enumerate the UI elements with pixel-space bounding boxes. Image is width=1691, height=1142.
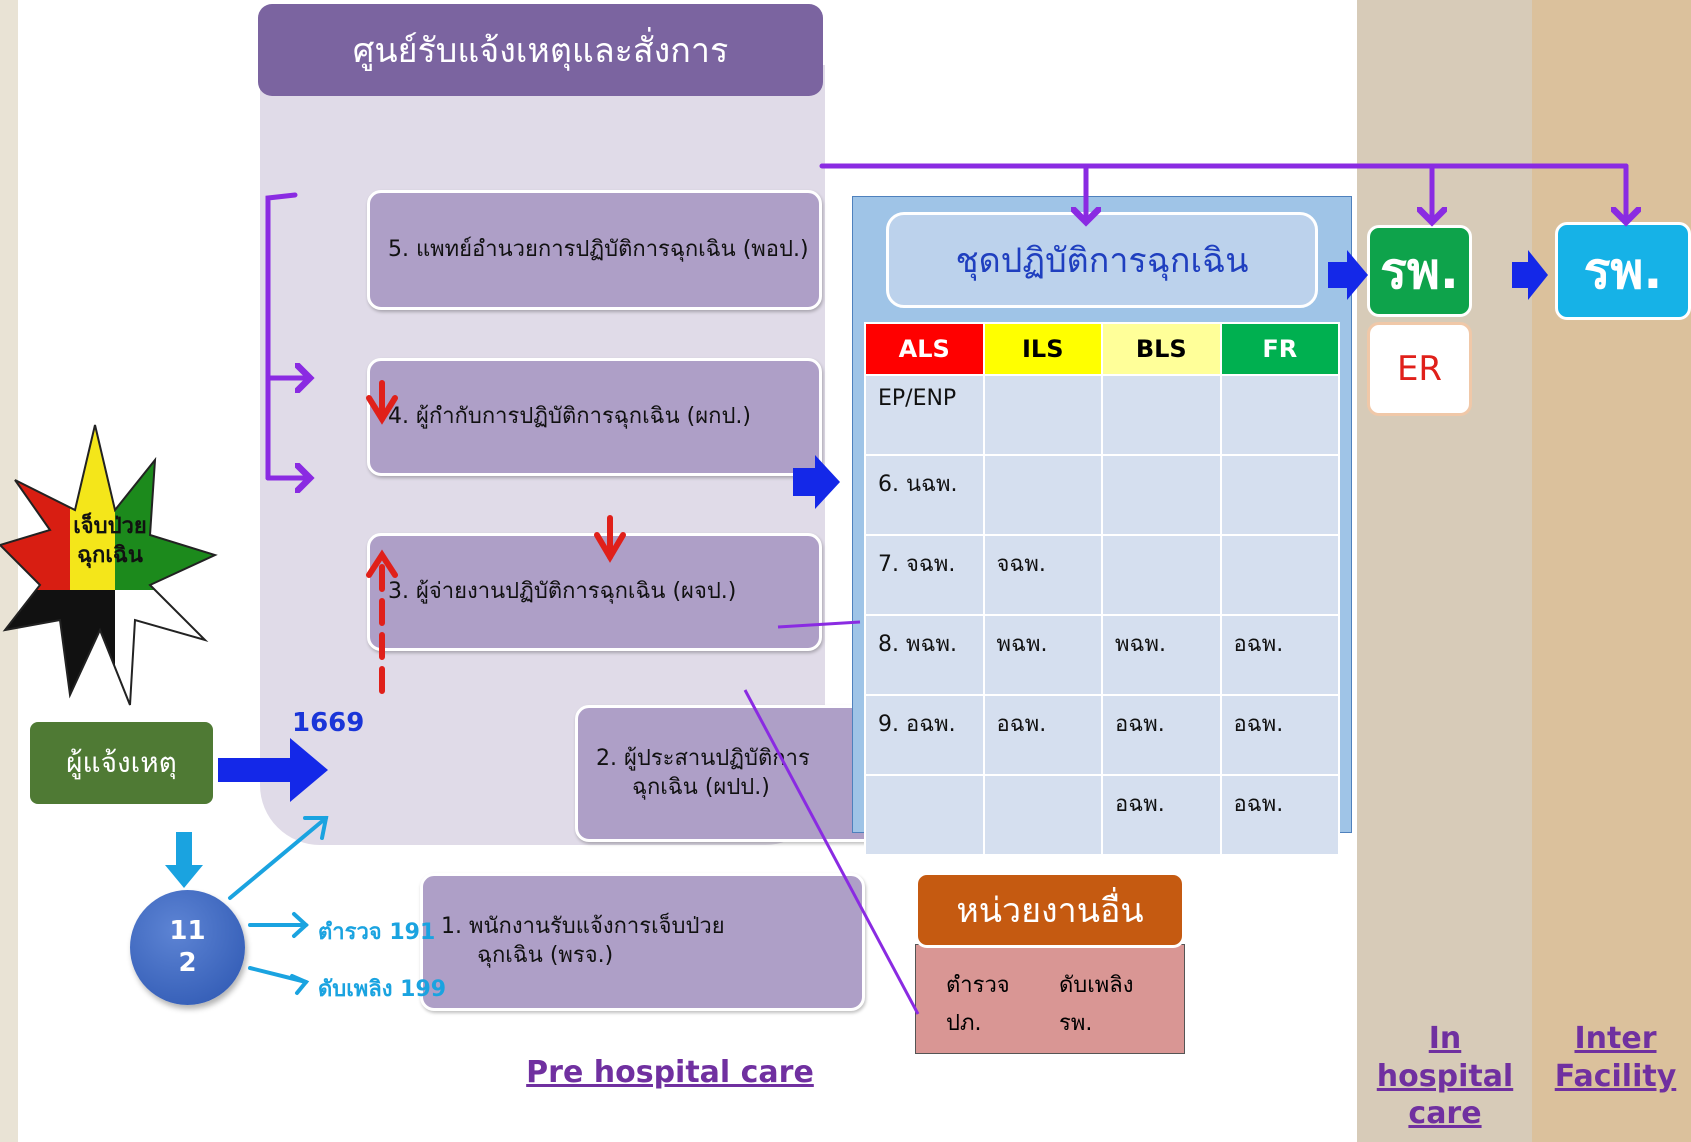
- emergency-team-title: ชุดปฏิบัติการฉุกเฉิน: [886, 212, 1318, 308]
- step-3-box: 3. ผู้จ่ายงานปฏิบัติการฉุกเฉิน (ผจป.): [367, 533, 822, 651]
- circle-line2: 2: [178, 947, 197, 978]
- table-cell: 8. พฉพ.: [864, 614, 985, 696]
- table-cell: [1219, 454, 1340, 536]
- other-item-disaster: ปภ.: [946, 1011, 982, 1036]
- table-cell: EP/ENP: [864, 374, 985, 456]
- level-header-bls: BLS: [1101, 322, 1222, 376]
- hospital-label-2: รพ.: [1583, 241, 1663, 300]
- table-cell: พฉพ.: [1101, 614, 1222, 696]
- step-2-label-line2: ฉุกเฉิน (ผปป.): [632, 774, 770, 800]
- badge-text-line1: เจ็บป่วย: [73, 511, 147, 539]
- reporter-box: ผู้แจ้งเหตุ: [30, 722, 213, 804]
- inter-facility-label: Inter Facility: [1540, 1020, 1691, 1095]
- table-cell: อฉพ.: [1219, 694, 1340, 776]
- table-row: 7. จฉพ.จฉพ.: [864, 534, 1340, 616]
- table-cell: [982, 774, 1103, 856]
- table-cell: [1101, 374, 1222, 456]
- in-hospital-line2: hospital: [1376, 1058, 1514, 1094]
- table-row: EP/ENP: [864, 374, 1340, 456]
- other-item-hospital: รพ.: [1059, 1011, 1093, 1036]
- hospital-box-inter-facility: รพ.: [1555, 222, 1691, 320]
- emergency-team-title-text: ชุดปฏิบัติการฉุกเฉิน: [955, 241, 1249, 281]
- table-row: 9. อฉพ.อฉพ.อฉพ.อฉพ.: [864, 694, 1340, 776]
- circle-line1: 11: [169, 916, 206, 947]
- er-box: ER: [1367, 322, 1472, 416]
- step-5-box: 5. แพทย์อำนวยการปฏิบัติการฉุกเฉิน (พอป.): [367, 190, 822, 310]
- badge-text-line2: ฉุกเฉิน: [77, 543, 143, 569]
- table-cell: [1101, 534, 1222, 616]
- dispatch-center-title: ศูนย์รับแจ้งเหตุและสั่งการ: [258, 4, 823, 96]
- other-item-fire: ดับเพลิง: [1059, 973, 1134, 998]
- other-agencies-title-text: หน่วยงานอื่น: [956, 891, 1144, 931]
- step-4-box: 4. ผู้กำกับการปฏิบัติการฉุกเฉิน (ผกป.): [367, 358, 822, 476]
- step-2-label-line1: 2. ผู้ประสานปฏิบัติการ: [596, 745, 810, 771]
- inter-facility-line2: Facility: [1554, 1058, 1677, 1094]
- table-cell: อฉพ.: [1219, 614, 1340, 696]
- in-hospital-care-label: In hospital care: [1365, 1020, 1525, 1133]
- inter-facility-column: [1532, 0, 1691, 1142]
- level-header-ils: ILS: [982, 322, 1103, 376]
- in-hospital-line1: In: [1428, 1021, 1462, 1056]
- other-agencies-title: หน่วยงานอื่น: [915, 872, 1185, 948]
- team-level-table: ALS ILS BLS FR EP/ENP 6. นฉพ. 7. จฉพ.จฉพ…: [864, 322, 1340, 856]
- hotline-label: 1669: [292, 708, 365, 738]
- step-5-label: 5. แพทย์อำนวยการปฏิบัติการฉุกเฉิน (พอป.): [388, 236, 809, 262]
- level-header-als: ALS: [864, 322, 985, 376]
- step-3-label: 3. ผู้จ่ายงานปฏิบัติการฉุกเฉิน (ผจป.): [388, 578, 737, 604]
- table-cell: อฉพ.: [1101, 694, 1222, 776]
- table-cell: 9. อฉพ.: [864, 694, 985, 776]
- table-cell: [982, 454, 1103, 536]
- pre-hospital-care-label: Pre hospital care: [526, 1055, 814, 1090]
- police-label: ตำรวจ 191: [318, 920, 436, 945]
- step-4-label: 4. ผู้กำกับการปฏิบัติการฉุกเฉิน (ผกป.): [388, 403, 751, 429]
- arrow-reporter-to-112: [165, 832, 203, 888]
- emergency-starburst-icon: เจ็บป่วย ฉุกเฉิน: [0, 424, 218, 706]
- table-cell: [1101, 454, 1222, 536]
- left-margin-strip: [0, 0, 18, 1142]
- table-row: อฉพ.อฉพ.: [864, 774, 1340, 856]
- step-1-box: 1. พนักงานรับแจ้งการเจ็บป่วยฉุกเฉิน (พรจ…: [420, 873, 865, 1011]
- dispatch-center-title-text: ศูนย์รับแจ้งเหตุและสั่งการ: [352, 31, 729, 71]
- table-row: 8. พฉพ.พฉพ.พฉพ.อฉพ.: [864, 614, 1340, 696]
- step-1-label-line2: ฉุกเฉิน (พรจ.): [477, 943, 614, 968]
- in-hospital-line3: care: [1408, 1096, 1482, 1131]
- fire-label: ดับเพลิง 199: [318, 977, 447, 1002]
- table-cell: 7. จฉพ.: [864, 534, 985, 616]
- table-cell: [864, 774, 985, 856]
- level-header-fr: FR: [1219, 322, 1340, 376]
- table-cell: อฉพ.: [982, 694, 1103, 776]
- table-cell: [1219, 534, 1340, 616]
- table-cell: อฉพ.: [1101, 774, 1222, 856]
- er-label: ER: [1396, 349, 1443, 389]
- table-cell: จฉพ.: [982, 534, 1103, 616]
- hospital-label-1: รพ.: [1380, 241, 1459, 300]
- hospital-box-in-hospital: รพ.: [1367, 225, 1472, 317]
- in-hospital-column: [1357, 0, 1532, 1142]
- table-cell: [1219, 374, 1340, 456]
- table-row: 6. นฉพ.: [864, 454, 1340, 536]
- reporter-label: ผู้แจ้งเหตุ: [66, 746, 177, 779]
- table-cell: พฉพ.: [982, 614, 1103, 696]
- inter-facility-line1: Inter: [1574, 1021, 1657, 1056]
- table-cell: อฉพ.: [1219, 774, 1340, 856]
- table-header-row: ALS ILS BLS FR: [864, 322, 1340, 376]
- table-cell: 6. นฉพ.: [864, 454, 985, 536]
- step-1-label-line1: 1. พนักงานรับแจ้งการเจ็บป่วย: [441, 914, 725, 940]
- table-cell: [982, 374, 1103, 456]
- other-item-police: ตำรวจ: [946, 973, 1010, 998]
- other-agencies-body: ตำรวจ ดับเพลิง ปภ. รพ.: [915, 944, 1185, 1054]
